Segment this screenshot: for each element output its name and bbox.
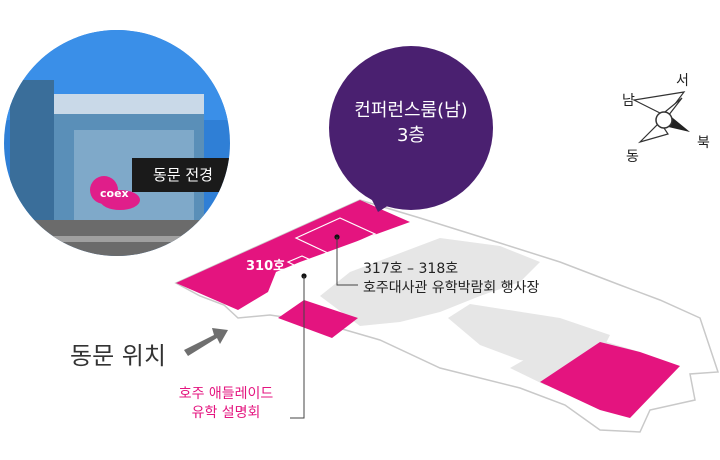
- australia-line-1: 호주 애들레이드: [178, 386, 274, 402]
- room-310-block: [176, 200, 410, 310]
- hall-317-318-outline: [294, 217, 377, 255]
- australia-seminar-block: [278, 300, 358, 338]
- australia-seminar-label: 호주 애들레이드 유학 설명회: [166, 385, 286, 423]
- bubble-line-2: 3층: [396, 125, 425, 146]
- gate-label: 동문 위치: [70, 342, 166, 370]
- australia-line-2: 유학 설명회: [191, 405, 261, 421]
- coex-logo: coex: [100, 187, 129, 200]
- hall-range: 317호 – 318호: [363, 261, 459, 277]
- east-gate-photo: coex 동문 전경: [4, 30, 230, 256]
- exhibition-hall-block: [320, 238, 540, 326]
- east-room-block: [540, 342, 680, 418]
- australia-leader-line: [290, 276, 305, 419]
- bubble-circle: [329, 46, 493, 210]
- compass-icon: [632, 91, 690, 144]
- compass-north: 북: [697, 135, 710, 151]
- compass-west: 서: [676, 73, 689, 89]
- hall-leader-line: [336, 237, 358, 286]
- bubble-tail: [365, 186, 400, 212]
- photo-illustration: [4, 30, 230, 256]
- bubble-label: 컨퍼런스룸(남) 3층: [331, 98, 491, 148]
- gate-arrow-icon: [184, 328, 228, 356]
- bubble-line-1: 컨퍼런스룸(남): [354, 100, 468, 121]
- room-310-label: 310호: [246, 259, 286, 274]
- photo-caption: 동문 전경: [132, 158, 230, 192]
- room-310-outline: [286, 255, 317, 269]
- compass-south: 남: [622, 93, 635, 109]
- hall-event: 호주대사관 유학박람회 행사장: [363, 280, 540, 296]
- hall-label: 317호 – 318호 호주대사관 유학박람회 행사장: [363, 260, 539, 298]
- compass-east: 동: [626, 149, 639, 165]
